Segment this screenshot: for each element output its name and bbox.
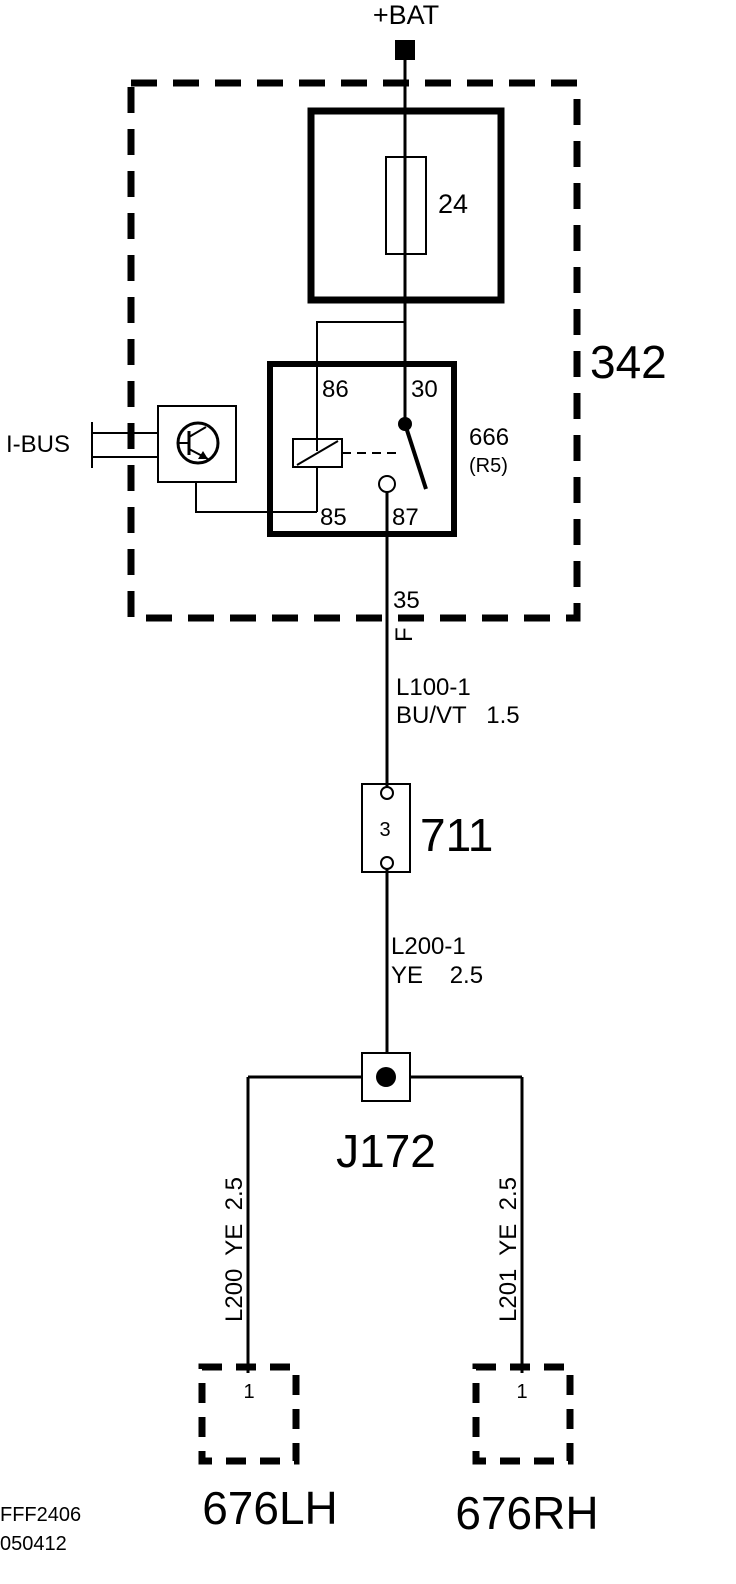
ibus-label: I-BUS	[6, 431, 70, 458]
relay-pin-87: 87	[392, 504, 419, 531]
ibus-to-pin-85-wire	[195, 482, 317, 513]
module-342-label: 342	[590, 336, 667, 388]
relay-pin-30: 30	[411, 376, 438, 403]
ibus-driver-box	[157, 405, 237, 483]
relay-666-box	[267, 361, 457, 537]
relay-contact-87	[378, 475, 396, 493]
connector-711-pin-top	[380, 786, 394, 800]
connector-711-pin-bottom	[380, 856, 394, 870]
drawing-reference: FFF2406	[0, 1504, 81, 1526]
wire-l200-1-code: L200-1	[391, 933, 466, 960]
load-676lh-label: 676LH	[202, 1482, 338, 1534]
feed-wire-86	[316, 321, 405, 451]
relay-666-position: (R5)	[469, 455, 508, 477]
relay-pin-85: 85	[320, 504, 347, 531]
wire-l201-label: L201 YE 2.5	[495, 1177, 522, 1322]
terminal-letter: F	[391, 627, 418, 642]
wire-l200-label: L200 YE 2.5	[221, 1177, 248, 1322]
load-676rh-label: 676RH	[455, 1487, 598, 1539]
bat-terminal	[395, 40, 415, 60]
load-676lh-pin: 1	[243, 1381, 254, 1403]
load-676rh-box	[472, 1363, 574, 1465]
relay-coil-diagonal	[296, 440, 339, 466]
junction-j172-label: J172	[336, 1125, 436, 1177]
relay-666-label: 666	[469, 424, 509, 451]
bat-label: +BAT	[373, 0, 439, 30]
fuse-24-label: 24	[438, 189, 468, 219]
drawing-date: 050412	[0, 1533, 67, 1555]
connector-711-label: 711	[420, 809, 493, 861]
load-676rh-pin: 1	[516, 1381, 527, 1403]
wire-l100-spec: BU/VT 1.5	[396, 702, 520, 729]
transistor-icon	[176, 421, 220, 465]
connector-711-pin-number: 3	[379, 819, 390, 841]
wire-l100-code: L100-1	[396, 674, 471, 701]
terminal-number: 35	[393, 587, 420, 614]
module-342-boundary	[127, 79, 581, 622]
relay-pin-86: 86	[322, 376, 349, 403]
junction-j172-dot	[376, 1067, 396, 1087]
relay-switch-arm	[403, 423, 428, 490]
wire-l200-1-spec: YE 2.5	[391, 962, 483, 989]
